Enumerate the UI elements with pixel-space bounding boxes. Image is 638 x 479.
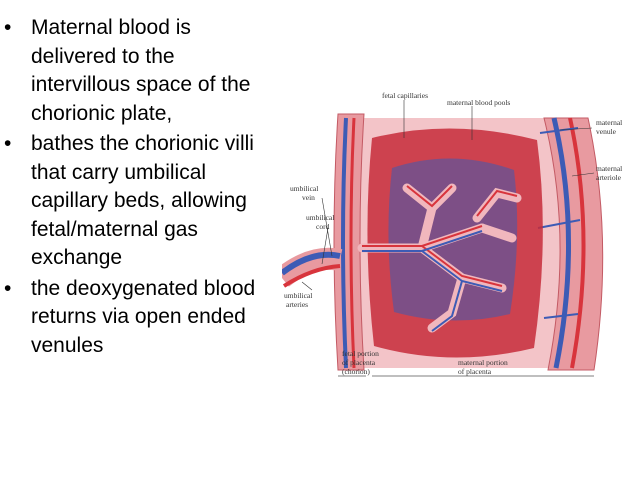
label-maternal-arteriole-2: arteriole: [596, 173, 622, 182]
label-maternal-venule-2: venule: [596, 127, 617, 136]
umbilical-cord: [282, 247, 343, 287]
label-umbilical-cord: umbilical: [306, 213, 334, 222]
placenta-diagram: fetal capillaries maternal blood pools m…: [282, 91, 622, 377]
label-umbilical-arteries-2: arteries: [286, 300, 308, 309]
bullet-item: • the deoxygenated blood returns via ope…: [0, 275, 320, 361]
maternal-wall: [543, 117, 604, 371]
bullet-dot: •: [4, 276, 12, 300]
label-fetal-portion-2: of placenta: [342, 358, 376, 367]
label-maternal-portion: maternal portion: [458, 358, 508, 367]
bullet-dot: •: [4, 16, 12, 39]
label-fetal-portion-3: (chorion): [342, 367, 370, 376]
umbilical-vein: [282, 251, 341, 276]
chorionic-vessel-red: [349, 117, 356, 369]
bullet-text: bathes the chorionic villi that carry um…: [31, 132, 254, 269]
label-umbilical-vein-2: vein: [302, 193, 315, 202]
fetal-capillaries-blue: [362, 230, 503, 332]
bullet-list: • Maternal blood is delivered to the int…: [0, 14, 320, 362]
bullet-item: • Maternal blood is delivered to the int…: [0, 14, 320, 128]
maternal-venule-vessel: [551, 117, 571, 369]
label-maternal-blood-pools: maternal blood pools: [447, 98, 510, 107]
label-umbilical-arteries: umbilical: [284, 291, 312, 300]
label-maternal-arteriole: maternal: [596, 164, 622, 173]
label-umbilical-cord-2: cord: [316, 222, 330, 231]
maternal-arteriole-vessel: [568, 117, 586, 369]
bullet-item: • bathes the chorionic villi that carry …: [0, 130, 320, 273]
bullet-text: the deoxygenated blood returns via open …: [31, 276, 256, 357]
bullet-text: Maternal blood is delivered to the inter…: [31, 16, 251, 125]
bullet-dot: •: [4, 132, 12, 155]
label-umbilical-vein: umbilical: [290, 184, 318, 193]
maternal-branch-vessels: [537, 127, 581, 319]
chorionic-plate: [333, 113, 365, 371]
label-maternal-portion-2: of placenta: [458, 367, 492, 376]
label-maternal-venule: maternal: [596, 118, 622, 127]
leader-lines: [301, 100, 595, 291]
fetal-capillaries: [362, 185, 518, 287]
umbilical-artery: [282, 264, 341, 288]
label-fetal-capillaries: fetal capillaries: [382, 91, 428, 100]
chorionic-vessel-blue: [341, 117, 348, 369]
label-fetal-portion: fetal portion: [342, 349, 379, 358]
